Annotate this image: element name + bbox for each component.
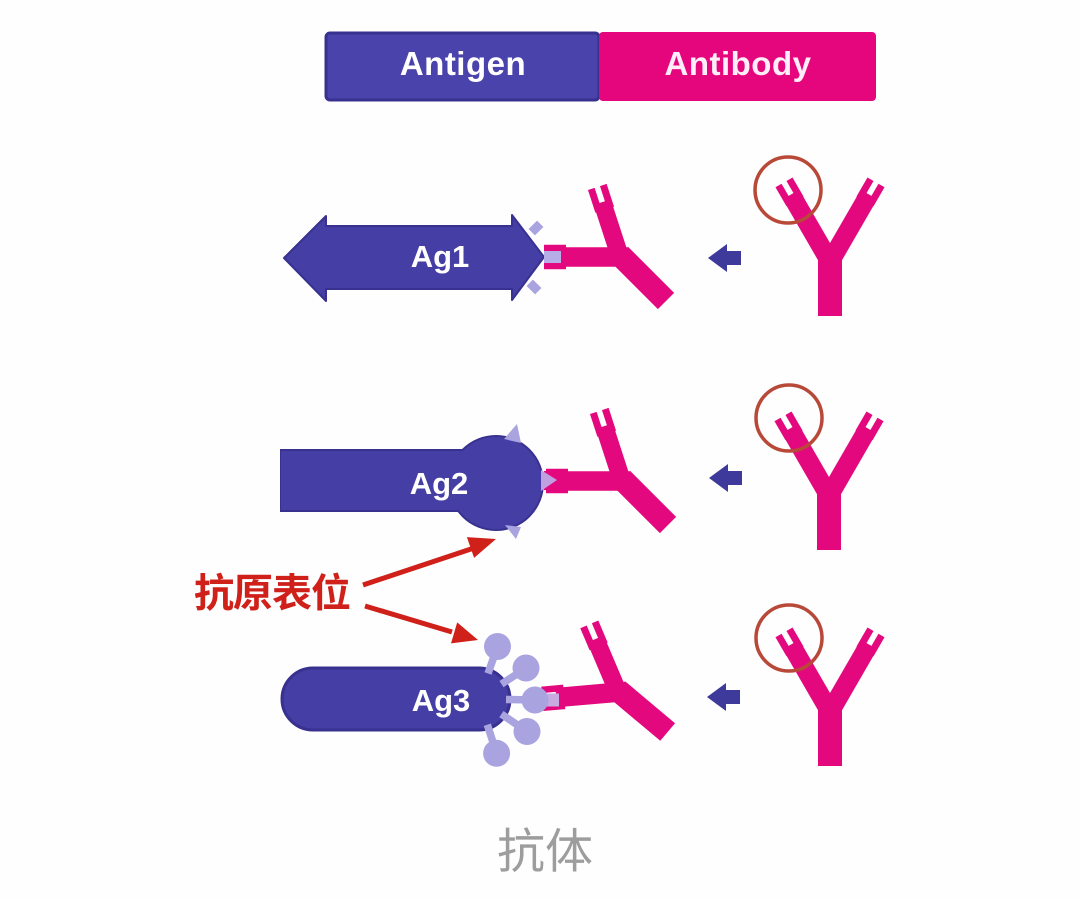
svg-text:Ag2: Ag2 (410, 466, 469, 501)
svg-text:Ag3: Ag3 (412, 683, 471, 718)
svg-text:Ag1: Ag1 (411, 239, 470, 274)
svg-text:Antibody: Antibody (665, 45, 812, 82)
svg-text:Antigen: Antigen (400, 45, 526, 82)
